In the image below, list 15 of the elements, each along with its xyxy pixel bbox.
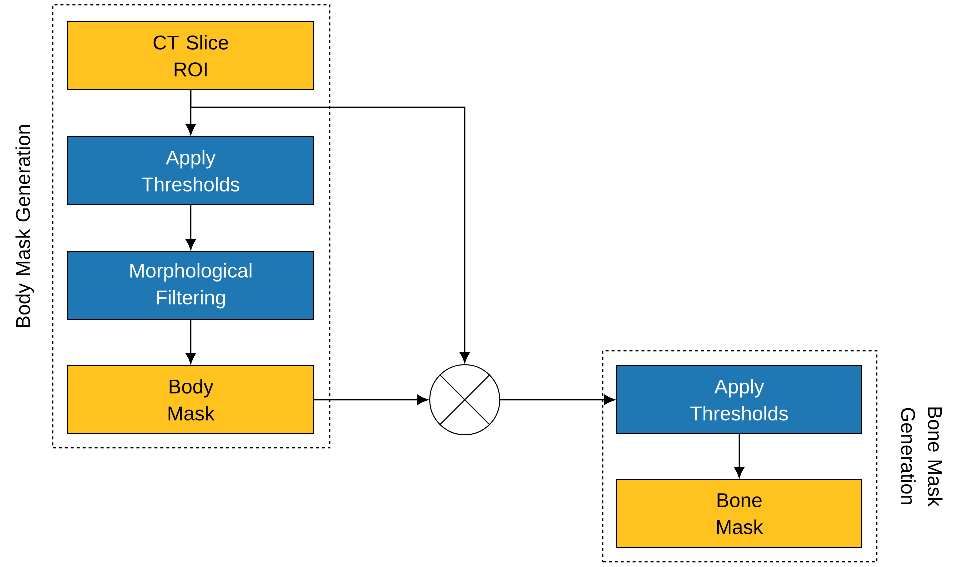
arrow	[186, 320, 196, 364]
process-box: Body Mask	[68, 366, 314, 434]
multiply-circle	[430, 364, 500, 436]
node-label: Bone Mask Generation	[901, 408, 943, 507]
arrow	[734, 434, 744, 478]
process-box: CT Slice ROI	[68, 22, 314, 90]
arrow	[190, 90, 470, 364]
arrow	[186, 206, 196, 250]
process-box: Apply Thresholds	[68, 136, 314, 206]
process-box: Apply Thresholds	[616, 366, 862, 434]
process-box: Bone Mask	[616, 480, 862, 548]
arrow	[500, 395, 616, 405]
arrow	[314, 395, 428, 405]
node-label: Body Mask Generation	[16, 125, 34, 328]
process-box: Morphological Filtering	[68, 252, 314, 320]
